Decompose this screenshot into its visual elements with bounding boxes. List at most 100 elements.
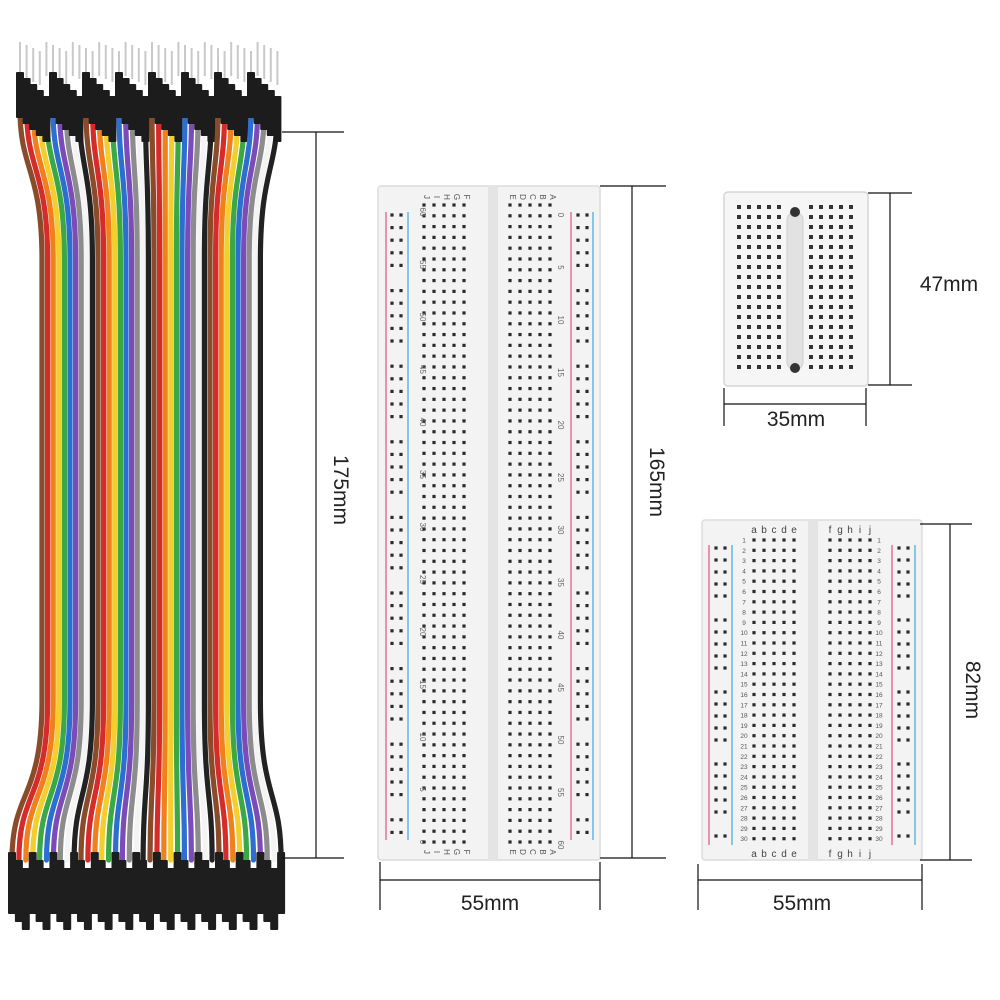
breadboard-hole — [762, 631, 766, 635]
male-pin — [203, 42, 206, 76]
rail-hole — [906, 666, 910, 670]
female-connector-housing — [201, 860, 210, 922]
breadboard-hole — [452, 257, 456, 261]
column-letter: B — [538, 849, 547, 854]
breadboard-hole — [442, 646, 446, 650]
breadboard-hole — [762, 795, 766, 800]
jumper-wire — [23, 107, 56, 863]
breadboard-hole — [548, 430, 552, 434]
breadboard-hole — [829, 205, 833, 209]
breadboard-hole — [762, 538, 766, 542]
breadboard-hole — [767, 295, 771, 299]
male-pin — [144, 51, 147, 85]
breadboard-hole — [838, 548, 842, 552]
male-connector-housing — [88, 78, 97, 124]
breadboard-hole — [548, 516, 552, 520]
breadboard-hole — [462, 710, 466, 715]
breadboard-hole — [838, 559, 842, 563]
male-connector-housing — [207, 96, 216, 142]
breadboard-hole — [442, 354, 446, 358]
mini-breadboard — [723, 191, 869, 387]
row-number: 22 — [740, 754, 748, 761]
rail-hole — [399, 679, 403, 683]
breadboard-hole — [508, 786, 512, 790]
breadboard-hole — [737, 205, 741, 209]
rail-hole — [723, 738, 727, 742]
column-letter: B — [538, 194, 547, 199]
breadboard-hole — [772, 837, 776, 841]
female-connector-housing — [221, 860, 230, 922]
breadboard-hole — [528, 775, 532, 779]
breadboard-hole — [452, 430, 456, 434]
male-connector-housing — [233, 90, 242, 136]
rail-hole — [897, 774, 901, 778]
column-letter: e — [791, 849, 797, 860]
breadboard-hole — [792, 579, 796, 583]
breadboard-hole — [747, 255, 751, 259]
breadboard-hole — [442, 268, 446, 272]
breadboard-hole — [777, 365, 781, 369]
breadboard-hole — [452, 354, 456, 358]
male-pin — [137, 48, 140, 82]
breadboard-hole — [762, 692, 766, 697]
breadboard-hole — [518, 775, 522, 779]
breadboard-hole — [508, 678, 512, 682]
breadboard-hole — [442, 473, 446, 477]
breadboard-hole — [848, 600, 852, 604]
rail-hole — [399, 314, 403, 318]
row-number: 4 — [877, 568, 881, 575]
breadboard-hole — [752, 703, 756, 707]
breadboard-hole — [508, 224, 512, 229]
breadboard-hole — [518, 581, 522, 585]
breadboard-hole — [538, 602, 542, 607]
breadboard-hole — [452, 754, 456, 758]
breadboard-hole — [868, 713, 872, 717]
breadboard-hole — [442, 224, 446, 229]
breadboard-hole — [528, 484, 532, 488]
row-number: 1 — [877, 538, 881, 545]
breadboard-hole — [849, 245, 853, 249]
breadboard-hole — [819, 295, 823, 299]
male-pin — [170, 51, 173, 85]
breadboard-hole — [452, 332, 456, 337]
rail-hole — [723, 558, 727, 562]
column-letter: f — [829, 849, 832, 860]
breadboard-hole — [757, 365, 761, 369]
female-connector-housing — [194, 852, 203, 914]
rail-hole — [576, 830, 580, 834]
rail-hole — [906, 570, 910, 574]
rail-hole — [390, 515, 394, 519]
breadboard-hole — [442, 721, 446, 725]
half-board-width-label: 55mm — [772, 892, 832, 915]
male-connector-housing — [181, 72, 189, 118]
breadboard-hole — [752, 692, 756, 697]
breadboard-hole — [538, 235, 542, 239]
breadboard-hole — [849, 295, 853, 299]
breadboard-hole — [792, 754, 796, 758]
column-letter: E — [508, 194, 517, 199]
row-number: 35 — [418, 470, 427, 479]
breadboard-hole — [548, 300, 552, 304]
breadboard-hole — [442, 538, 446, 542]
breadboard-hole — [442, 829, 446, 833]
male-connector-housing — [187, 78, 196, 124]
breadboard-hole — [508, 419, 512, 423]
row-number: 10 — [556, 316, 565, 325]
male-connector-housing — [214, 72, 222, 118]
rail-hole — [585, 830, 589, 834]
breadboard-hole — [518, 743, 522, 747]
breadboard-hole — [442, 505, 446, 509]
breadboard-hole — [538, 311, 542, 315]
breadboard-hole — [828, 589, 832, 594]
rail-hole — [585, 679, 589, 683]
breadboard-hole — [462, 494, 466, 499]
breadboard-hole — [762, 579, 766, 583]
breadboard-hole — [782, 600, 786, 604]
breadboard-hole — [432, 235, 436, 239]
breadboard-hole — [782, 672, 786, 676]
breadboard-hole — [548, 656, 552, 661]
breadboard-hole — [858, 692, 862, 697]
rail-hole — [723, 786, 727, 790]
breadboard-hole — [772, 723, 776, 727]
breadboard-hole — [508, 257, 512, 261]
